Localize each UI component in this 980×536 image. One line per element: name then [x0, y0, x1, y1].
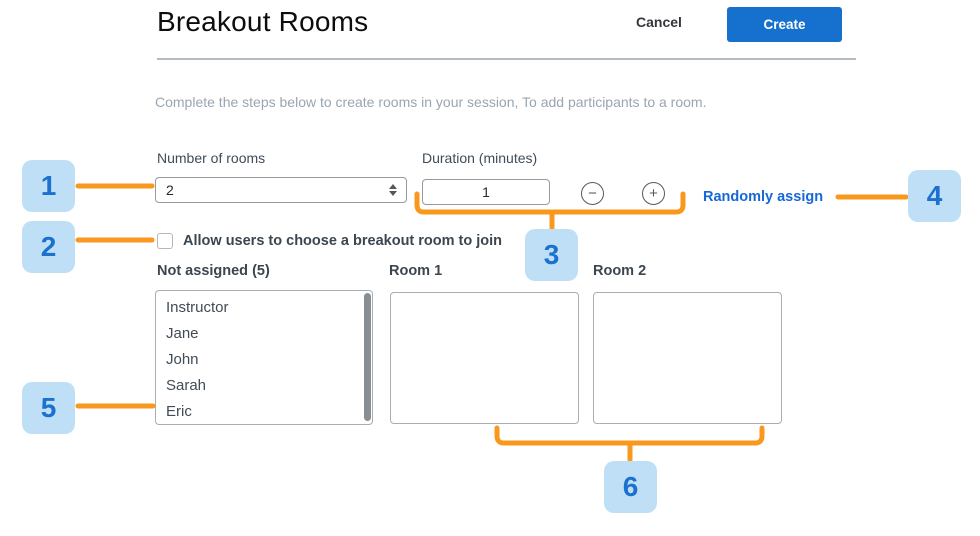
- number-of-rooms-select[interactable]: 2: [155, 177, 407, 203]
- randomly-assign-link[interactable]: Randomly assign: [703, 189, 824, 205]
- decrease-duration-button[interactable]: −: [581, 182, 604, 205]
- instruction-text: Complete the steps below to create rooms…: [155, 94, 707, 110]
- up-down-arrows-icon: [389, 184, 406, 196]
- list-item[interactable]: Sarah: [166, 377, 207, 394]
- list-item[interactable]: John: [166, 351, 199, 368]
- page-title: Breakout Rooms: [157, 6, 369, 37]
- list-item[interactable]: Instructor: [166, 299, 229, 316]
- allow-choice-label: Allow users to choose a breakout room to…: [183, 233, 503, 249]
- callout-badge-6: 6: [604, 461, 657, 513]
- not-assigned-header: Not assigned (5): [157, 263, 270, 279]
- plus-circle-icon: +: [649, 185, 658, 202]
- header-divider: [157, 58, 856, 60]
- list-item[interactable]: Eric: [166, 403, 192, 420]
- callout-badge-5: 5: [22, 382, 75, 434]
- callout-badge-1: 1: [22, 160, 75, 212]
- duration-label: Duration (minutes): [422, 150, 538, 166]
- create-button[interactable]: Create: [727, 7, 842, 42]
- callout-badge-2: 2: [22, 221, 75, 273]
- allow-choice-checkbox[interactable]: [157, 233, 173, 249]
- number-of-rooms-value: 2: [166, 182, 174, 198]
- room1-header: Room 1: [389, 263, 443, 279]
- cancel-button[interactable]: Cancel: [636, 14, 682, 30]
- callout-badge-4: 4: [908, 170, 961, 222]
- room2-dropzone[interactable]: [593, 292, 782, 424]
- room1-dropzone[interactable]: [390, 292, 579, 424]
- room2-header: Room 2: [593, 263, 647, 279]
- number-of-rooms-label: Number of rooms: [157, 150, 266, 166]
- duration-input[interactable]: [422, 179, 550, 205]
- list-scrollbar[interactable]: [364, 293, 371, 421]
- callout-badge-3: 3: [525, 229, 578, 281]
- list-item[interactable]: Jane: [166, 325, 199, 342]
- minus-circle-icon: −: [588, 185, 597, 202]
- increase-duration-button[interactable]: +: [642, 182, 665, 205]
- not-assigned-list[interactable]: Instructor Jane John Sarah Eric: [155, 290, 373, 425]
